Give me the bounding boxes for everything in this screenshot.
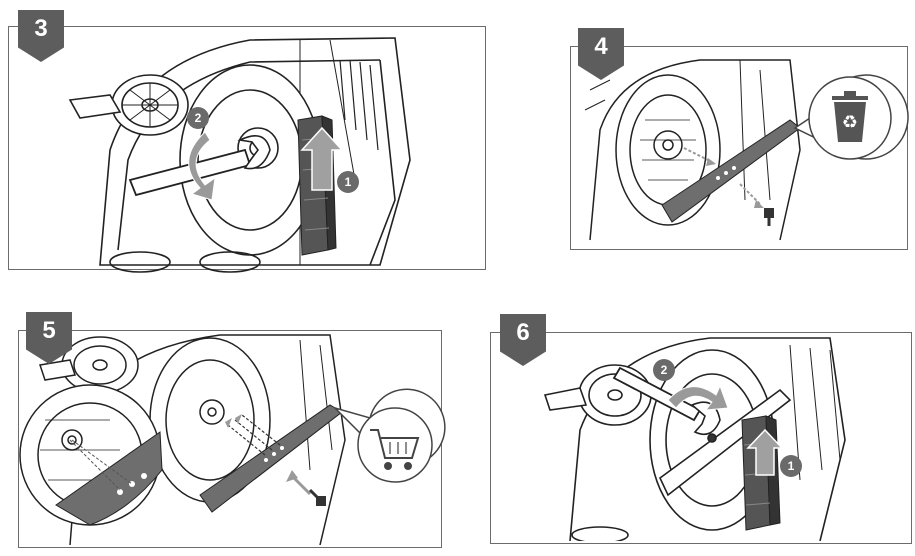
callout-1-label: 1 [788, 459, 795, 473]
arrow-blade-off [683, 147, 713, 163]
step-4-number: 4 [594, 33, 608, 60]
up-arrow-icon [300, 126, 344, 191]
shopping-cart-icon [370, 429, 420, 470]
bolt-icon [764, 208, 774, 226]
blade [658, 388, 792, 497]
svg-text:♻: ♻ [842, 112, 858, 133]
callout-2-circle [187, 107, 209, 129]
step-3-number: 3 [34, 15, 48, 42]
detail-blade [55, 431, 163, 526]
callout-1-circle [337, 171, 359, 193]
callout-1-label: 1 [345, 175, 352, 189]
rotate-arrow-icon [667, 384, 729, 411]
callout-1-circle [780, 455, 802, 477]
bolt-icon [308, 488, 326, 506]
recycle-bin-icon: ♻ [832, 91, 868, 142]
rotate-arrow-icon [188, 131, 216, 201]
callout-2-circle [653, 359, 675, 381]
callout-2-label: 2 [195, 111, 202, 125]
up-arrow-icon [746, 428, 784, 476]
step-5-number: 5 [42, 317, 56, 344]
step-6-number: 6 [516, 319, 530, 346]
callout-2-label: 2 [661, 363, 668, 377]
